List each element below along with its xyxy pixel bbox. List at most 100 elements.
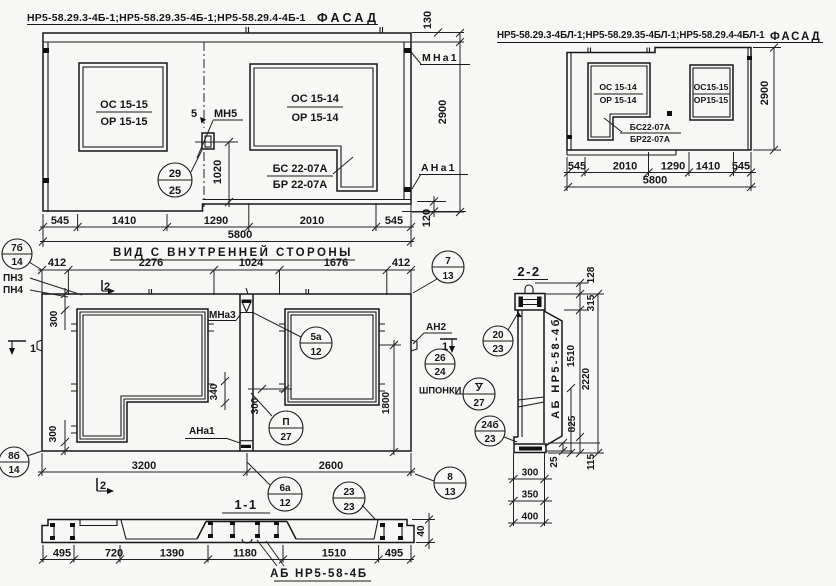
svg-text:412: 412	[48, 257, 66, 269]
svg-text:МНа3: МНа3	[209, 310, 236, 321]
svg-text:ОС15-15: ОС15-15	[694, 82, 729, 92]
svg-text:1410: 1410	[112, 215, 136, 227]
svg-text:120: 120	[421, 209, 433, 227]
svg-text:1390: 1390	[160, 548, 184, 560]
svg-text:1-1: 1-1	[234, 497, 257, 512]
svg-text:2010: 2010	[300, 215, 324, 227]
svg-text:5а: 5а	[310, 332, 322, 343]
svg-text:БР22-07А: БР22-07А	[630, 134, 670, 144]
svg-text:23: 23	[343, 502, 355, 513]
svg-text:23: 23	[492, 344, 504, 355]
svg-text:ОР 15-14: ОР 15-14	[600, 95, 637, 105]
svg-text:ОР 15-14: ОР 15-14	[291, 112, 339, 124]
svg-text:8б: 8б	[8, 450, 20, 462]
svg-text:2900: 2900	[759, 81, 771, 105]
svg-text:ОР 15-15: ОР 15-15	[100, 116, 147, 128]
svg-text:2900: 2900	[437, 100, 449, 124]
svg-text:300: 300	[49, 310, 60, 327]
svg-text:315: 315	[586, 294, 597, 311]
svg-text:495: 495	[53, 548, 71, 560]
svg-text:300: 300	[522, 468, 539, 479]
svg-text:25: 25	[549, 456, 560, 468]
svg-text:27: 27	[280, 432, 292, 443]
svg-text:1800: 1800	[381, 391, 392, 414]
svg-text:АНа1: АНа1	[421, 162, 457, 174]
svg-text:12: 12	[310, 347, 322, 358]
svg-text:2: 2	[100, 480, 106, 492]
svg-text:1: 1	[30, 343, 36, 355]
svg-text:МНа1: МНа1	[422, 52, 459, 64]
svg-text:НР5-58.29.3-4БЛ-1;НР5-58.29.35: НР5-58.29.3-4БЛ-1;НР5-58.29.35-4БЛ-1;НР5…	[497, 30, 765, 41]
svg-text:13: 13	[442, 271, 454, 282]
svg-text:7: 7	[445, 256, 451, 267]
svg-text:1510: 1510	[566, 344, 577, 367]
svg-text:ОС 15-15: ОС 15-15	[100, 99, 148, 111]
svg-text:1290: 1290	[661, 161, 685, 173]
svg-text:412: 412	[392, 257, 410, 269]
svg-text:128: 128	[586, 266, 597, 283]
svg-text:БС 22-07А: БС 22-07А	[273, 163, 328, 175]
svg-text:2276: 2276	[139, 257, 163, 269]
svg-text:3200: 3200	[132, 460, 156, 472]
svg-text:2: 2	[104, 281, 110, 293]
svg-text:ОС 15-14: ОС 15-14	[599, 82, 636, 92]
svg-text:2600: 2600	[319, 460, 343, 472]
svg-text:ШПОНКИ: ШПОНКИ	[419, 386, 462, 396]
svg-text:545: 545	[568, 161, 586, 173]
svg-text:545: 545	[51, 215, 69, 227]
svg-text:545: 545	[385, 215, 403, 227]
svg-text:14: 14	[8, 465, 20, 476]
svg-text:20: 20	[492, 330, 504, 341]
svg-text:1410: 1410	[696, 161, 720, 173]
svg-text:2010: 2010	[613, 161, 637, 173]
svg-text:23: 23	[343, 487, 355, 498]
svg-text:ПН3: ПН3	[3, 273, 23, 284]
svg-text:300: 300	[48, 425, 59, 442]
svg-text:ВИД С ВНУТРЕННЕЙ СТОРОНЫ: ВИД С ВНУТРЕННЕЙ СТОРОНЫ	[113, 246, 353, 259]
svg-text:1024: 1024	[239, 257, 264, 269]
svg-text:130: 130	[422, 11, 434, 29]
svg-text:26: 26	[434, 353, 446, 364]
svg-text:6а: 6а	[279, 483, 291, 494]
svg-text:АНа1: АНа1	[189, 426, 215, 437]
svg-text:ПН4: ПН4	[3, 285, 23, 296]
svg-text:ФАСАД: ФАСАД	[317, 11, 379, 25]
svg-text:24: 24	[434, 367, 446, 378]
svg-text:340: 340	[209, 383, 220, 400]
svg-text:40: 40	[416, 525, 427, 537]
svg-text:5800: 5800	[643, 175, 667, 187]
svg-text:25: 25	[169, 185, 181, 197]
svg-text:13: 13	[444, 487, 456, 498]
svg-text:300: 300	[250, 397, 261, 414]
svg-text:У: У	[476, 383, 483, 394]
svg-text:1510: 1510	[322, 548, 346, 560]
svg-text:ОР15-15: ОР15-15	[694, 95, 729, 105]
svg-text:5800: 5800	[228, 229, 252, 241]
svg-text:5: 5	[191, 108, 197, 120]
svg-text:8: 8	[447, 472, 453, 483]
svg-text:1: 1	[442, 341, 448, 353]
svg-text:14: 14	[11, 257, 23, 268]
svg-text:825: 825	[567, 415, 578, 432]
svg-text:115: 115	[586, 453, 597, 470]
svg-text:2220: 2220	[581, 367, 592, 390]
svg-text:23: 23	[484, 434, 496, 445]
svg-text:29: 29	[169, 168, 181, 180]
svg-text:400: 400	[522, 512, 539, 523]
svg-text:БР 22-07А: БР 22-07А	[273, 179, 327, 191]
svg-text:МН5: МН5	[214, 108, 237, 120]
svg-text:1020: 1020	[212, 160, 224, 184]
svg-text:12: 12	[279, 498, 291, 509]
svg-text:720: 720	[105, 548, 123, 560]
svg-text:350: 350	[522, 490, 539, 501]
svg-text:БС22-07А: БС22-07А	[630, 122, 670, 132]
svg-text:1180: 1180	[233, 548, 257, 560]
svg-text:24б: 24б	[481, 419, 498, 431]
svg-text:НР5-58.29.3-4Б-1;НР5-58.29.35-: НР5-58.29.3-4Б-1;НР5-58.29.35-4Б-1;НР5-5…	[27, 12, 306, 24]
svg-text:П: П	[282, 417, 289, 428]
svg-text:АБ НР5-58-4б: АБ НР5-58-4б	[550, 317, 562, 419]
svg-text:7б: 7б	[11, 242, 23, 254]
svg-text:1290: 1290	[204, 215, 228, 227]
svg-text:1676: 1676	[324, 257, 348, 269]
svg-text:545: 545	[732, 161, 750, 173]
